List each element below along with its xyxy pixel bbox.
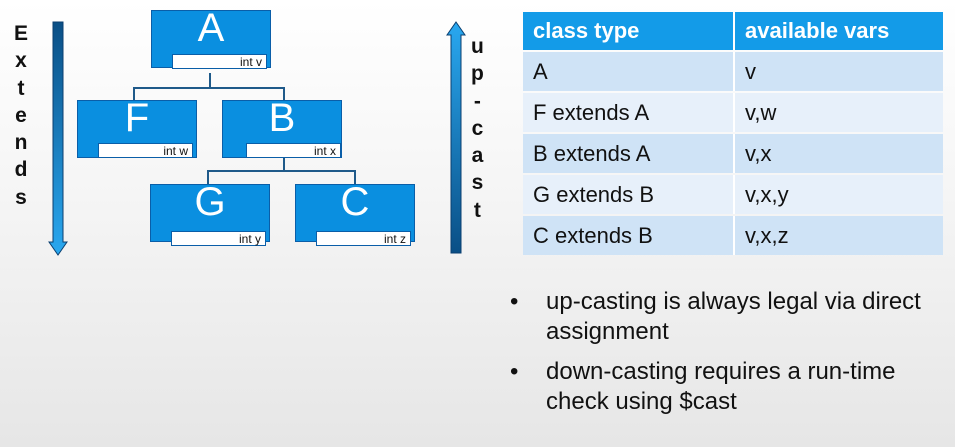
upcast-letter: u: [471, 35, 484, 58]
upcast-letter: p: [471, 62, 484, 86]
connector-a-down: [209, 73, 211, 87]
connector-to-g: [207, 170, 209, 184]
table-header-class-type: class type: [523, 12, 735, 50]
upcast-letter: c: [471, 116, 484, 140]
table-cell-class: A: [523, 52, 735, 91]
extends-letter: n: [14, 131, 28, 155]
up-arrow-icon: [446, 21, 466, 254]
extends-letter: t: [17, 76, 25, 100]
connector-to-b: [283, 87, 285, 101]
class-b-name: B: [268, 96, 296, 140]
connector-to-c: [354, 170, 356, 184]
class-f-var: int w: [98, 143, 193, 158]
extends-letter: x: [15, 49, 27, 73]
table-cell-class: G extends B: [523, 175, 735, 214]
extends-label: E x t e n d s: [14, 20, 28, 211]
class-vars-table: class type available vars A v F extends …: [523, 10, 943, 257]
table-cell-vars: v,x,z: [735, 216, 943, 255]
table-cell-vars: v,x: [735, 134, 943, 173]
connector-a-horizontal: [133, 87, 285, 89]
list-item: • down-casting requires a run-time check…: [510, 357, 930, 417]
table-cell-vars: v,w: [735, 93, 943, 132]
class-f-name: F: [124, 96, 150, 140]
table-row: F extends A v,w: [523, 93, 943, 132]
bullet-text: down-casting requires a run-time check u…: [546, 358, 896, 415]
connector-b-horizontal: [207, 170, 356, 172]
extends-letter: E: [14, 22, 29, 45]
table-cell-class: F extends A: [523, 93, 735, 132]
table-header-available-vars: available vars: [735, 12, 943, 50]
extends-letter: s: [15, 185, 27, 209]
upcast-letter: t: [473, 198, 481, 222]
class-a-var: int v: [172, 54, 267, 69]
down-arrow-icon: [48, 21, 68, 256]
table-cell-vars: v,x,y: [735, 175, 943, 214]
bullet-text: up-casting is always legal via direct as…: [546, 288, 921, 345]
table-row: G extends B v,x,y: [523, 175, 943, 214]
table-cell-class: B extends A: [523, 134, 735, 173]
table-cell-class: C extends B: [523, 216, 735, 255]
table-header-row: class type available vars: [523, 12, 943, 50]
list-item: • up-casting is always legal via direct …: [510, 287, 930, 347]
class-g-var: int y: [171, 231, 266, 246]
class-g-name: G: [194, 180, 226, 224]
upcast-letter: a: [471, 144, 484, 168]
bullet-icon: •: [510, 358, 519, 385]
bullet-icon: •: [510, 288, 519, 315]
upcast-label: u p - c a s t: [471, 33, 484, 224]
table-row: A v: [523, 52, 943, 91]
table-row: B extends A v,x: [523, 134, 943, 173]
table-cell-vars: v: [735, 52, 943, 91]
extends-letter: d: [14, 158, 28, 182]
upcast-letter: -: [473, 89, 481, 113]
class-a-name: A: [197, 6, 225, 50]
class-c-var: int z: [316, 231, 411, 246]
connector-to-f: [133, 87, 135, 101]
upcast-letter: s: [471, 171, 484, 195]
extends-letter: e: [15, 103, 27, 127]
connector-b-down: [283, 158, 285, 170]
notes-list: • up-casting is always legal via direct …: [510, 287, 930, 427]
table-row: C extends B v,x,z: [523, 216, 943, 255]
class-c-name: C: [340, 180, 370, 224]
class-b-var: int x: [246, 143, 341, 158]
